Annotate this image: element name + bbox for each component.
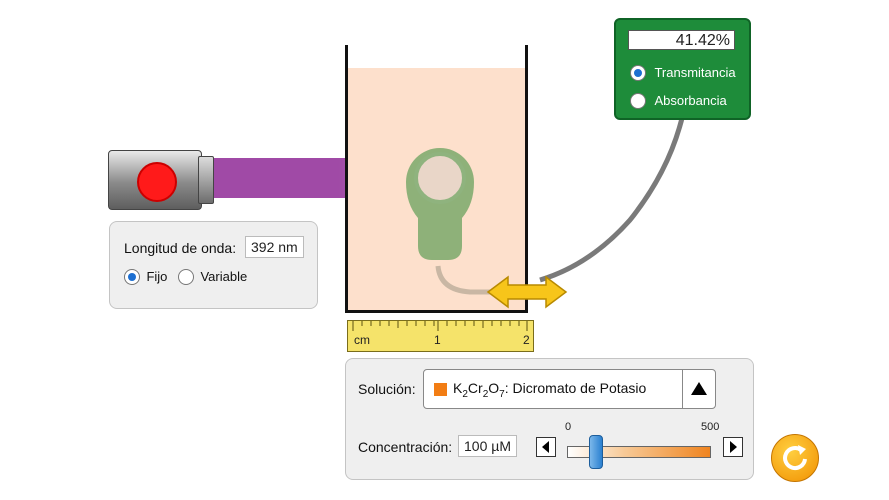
variable-mode-option[interactable]: Variable bbox=[178, 268, 247, 286]
ruler-tick-1: 1 bbox=[434, 333, 441, 347]
formula-o-sub: 7 bbox=[499, 388, 505, 400]
fixed-mode-option[interactable]: Fijo bbox=[124, 268, 167, 286]
light-on-button[interactable] bbox=[137, 162, 177, 202]
triangle-right-icon bbox=[730, 441, 737, 453]
wavelength-value: 392 nm bbox=[245, 236, 304, 258]
concentration-label: Concentración: bbox=[358, 439, 453, 455]
concentration-decrease-button[interactable] bbox=[536, 437, 556, 457]
variable-radio[interactable] bbox=[178, 268, 194, 285]
detector-meter: 41.42% Transmitancia Absorbancia bbox=[614, 18, 751, 120]
fixed-label: Fijo bbox=[146, 269, 168, 284]
triangle-up-icon bbox=[691, 382, 707, 395]
concentration-value: 100 µM bbox=[458, 435, 517, 457]
fixed-radio[interactable] bbox=[124, 268, 140, 285]
triangle-left-icon bbox=[542, 441, 549, 453]
transmittance-label: Transmitancia bbox=[654, 65, 736, 80]
solution-selected-value: K2Cr2O7: Dicromato de Potasio bbox=[453, 380, 646, 400]
light-source-lens bbox=[198, 156, 214, 204]
absorbance-radio[interactable] bbox=[630, 92, 646, 109]
solution-swatch bbox=[434, 383, 447, 396]
concentration-min: 0 bbox=[565, 421, 572, 433]
transmittance-radio[interactable] bbox=[630, 64, 646, 81]
formula-o: O bbox=[488, 380, 500, 396]
reset-button[interactable] bbox=[771, 434, 819, 482]
detector-probe[interactable] bbox=[360, 140, 580, 310]
concentration-slider-thumb[interactable] bbox=[588, 435, 603, 469]
ruler[interactable]: cm 1 2 bbox=[347, 320, 534, 352]
solution-panel: Solución: K2Cr2O7: Dicromato de Potasio … bbox=[345, 358, 754, 480]
transmittance-option[interactable]: Transmitancia bbox=[630, 64, 736, 82]
concentration-increase-button[interactable] bbox=[723, 437, 743, 457]
cuvette-wall-left bbox=[345, 45, 348, 313]
formula-cr-sub: 2 bbox=[482, 388, 489, 400]
reset-icon bbox=[783, 445, 807, 470]
solution-select[interactable]: K2Cr2O7: Dicromato de Potasio bbox=[423, 369, 716, 409]
wavelength-panel: Longitud de onda: 392 nm Fijo Variable bbox=[109, 221, 318, 309]
wavelength-label: Longitud de onda: bbox=[124, 240, 237, 256]
solution-dropdown-button[interactable] bbox=[682, 370, 715, 408]
cuvette-wall-right bbox=[525, 45, 528, 313]
concentration-max: 500 bbox=[701, 421, 720, 433]
drag-probe-arrow-icon[interactable] bbox=[486, 275, 568, 309]
ruler-ticks bbox=[352, 321, 528, 331]
cuvette-wall-bottom bbox=[345, 310, 528, 313]
absorbance-option[interactable]: Absorbancia bbox=[630, 92, 727, 110]
ruler-tick-2: 2 bbox=[523, 333, 530, 347]
ruler-unit: cm bbox=[354, 333, 370, 347]
variable-label: Variable bbox=[200, 269, 248, 284]
solution-name: : Dicromato de Potasio bbox=[504, 380, 647, 396]
absorbance-label: Absorbancia bbox=[654, 93, 727, 108]
formula-k-sub: 2 bbox=[462, 388, 468, 400]
concentration-slider-track[interactable] bbox=[567, 446, 711, 458]
meter-readout: 41.42% bbox=[628, 30, 735, 50]
formula-k: K bbox=[453, 380, 463, 396]
meter-cable bbox=[539, 113, 686, 283]
formula-cr: Cr bbox=[467, 380, 483, 396]
solution-label: Solución: bbox=[358, 381, 416, 397]
